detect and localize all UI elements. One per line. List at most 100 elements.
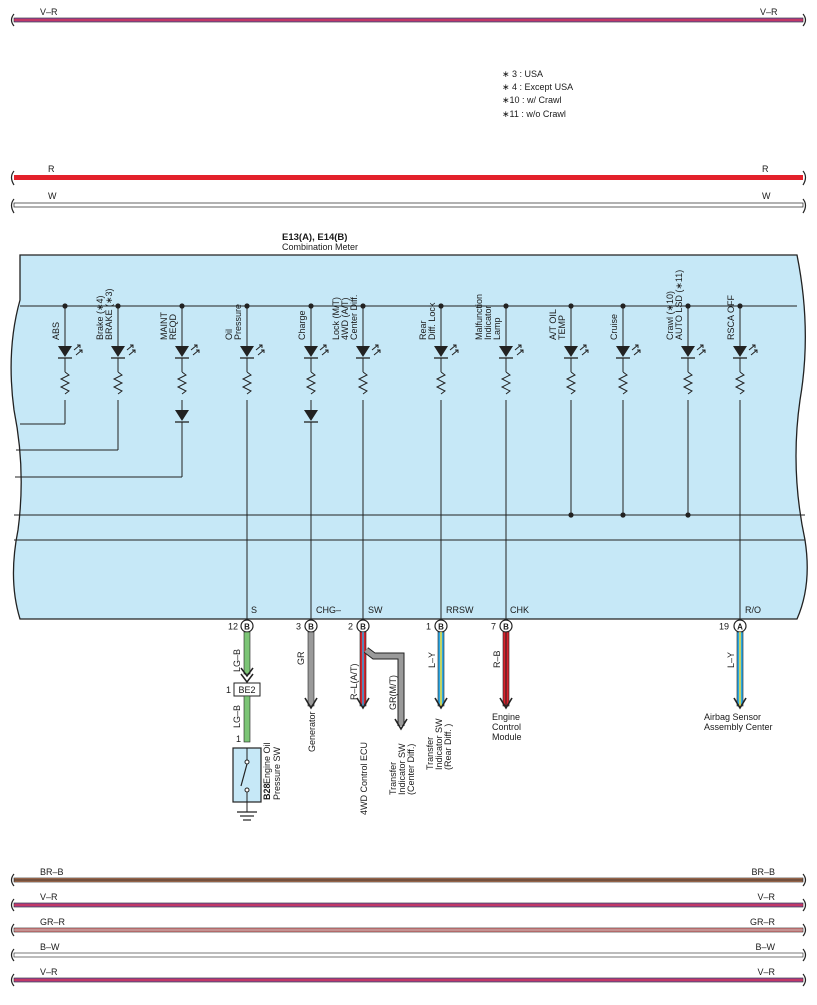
- power-bus: R R W W: [10, 164, 807, 214]
- wire-label: R–L(A/T): [349, 663, 359, 700]
- pin-sw: B 2: [348, 619, 370, 633]
- indicator-label: Brake (∗4)BRAKE (∗3): [95, 288, 114, 340]
- led-icon: [681, 344, 706, 359]
- destination-line: Indicator SW: [397, 743, 407, 795]
- destination-line: Airbag Sensor: [704, 712, 761, 722]
- wire-label: W: [762, 191, 771, 201]
- pin-number: 12: [228, 622, 238, 632]
- arrow-icon: [434, 697, 448, 710]
- pin-chg: B 3: [296, 619, 318, 633]
- destination-label: Transfer Indicator SW (Center Diff.): [388, 743, 416, 795]
- wire-s-circuit: LG–B BE2 1 LG–B 1 B28 Engine Oil Pressur…: [226, 631, 282, 821]
- wire-label: B–W: [40, 942, 60, 952]
- wire-chg-circuit: GR Generator: [296, 631, 318, 752]
- connector-symbol: [240, 667, 254, 684]
- wire-label: V–R: [760, 7, 778, 17]
- pin-number: 1: [426, 622, 431, 632]
- wire-label: R: [48, 164, 55, 174]
- indicator-label-line: Cruise: [609, 314, 619, 340]
- destination-label: 4WD Control ECU: [359, 742, 369, 815]
- indicator-label: Cruise: [609, 314, 619, 340]
- junction-dot: [620, 512, 626, 518]
- terminal-name: CHG–: [316, 605, 341, 615]
- arrow-icon: [733, 697, 747, 710]
- wire-ro-circuit: L–Y Airbag Sensor Assembly Center: [704, 631, 773, 732]
- wire-label: GR(M/T): [388, 675, 398, 710]
- indicator-label-line: Center Diff.: [349, 295, 359, 340]
- resistor-icon: [435, 371, 447, 395]
- connector-letter: B: [503, 623, 509, 632]
- connector-letter: A: [737, 623, 743, 632]
- ground-icon: [237, 811, 257, 821]
- pin-number: 1: [226, 685, 231, 695]
- resistor-icon: [682, 371, 694, 395]
- indicator-label-line: Indicator: [483, 305, 493, 340]
- wire-label: BR–B: [40, 867, 64, 877]
- wire-lg-b: [243, 631, 251, 675]
- wire-label: V–R: [757, 892, 775, 902]
- connector-pins: B 12 B 3 B 2 B 1 B 7 A 19: [228, 619, 747, 633]
- indicator-label-line: Rear: [418, 320, 428, 340]
- indicator-11: RSCA OFF: [726, 294, 758, 395]
- resistor-icon: [59, 371, 71, 395]
- terminal-labels: S CHG– SW RRSW CHK R/O: [251, 605, 761, 615]
- switch-contact: [240, 763, 248, 787]
- arrow-icon: [304, 697, 318, 710]
- indicator-1: Brake (∗4)BRAKE (∗3): [95, 288, 136, 395]
- junction-dot: [685, 512, 691, 518]
- wire-label: V–R: [40, 892, 58, 902]
- indicator-label-line: ABS: [51, 322, 61, 340]
- destination-line: (Rear Diff. ): [443, 724, 453, 770]
- bus-wire-w: [13, 202, 804, 208]
- resistor-icon: [565, 371, 577, 395]
- wire-sw-circuit: R–L(A/T) GR(M/T) 4WD Control ECU Transfe…: [349, 631, 416, 815]
- junction-id: BE2: [238, 685, 255, 695]
- indicator-label-line: BRAKE (∗3): [104, 288, 114, 340]
- wire-label: V–R: [40, 967, 58, 977]
- indicator-label-line: REQD: [168, 313, 178, 340]
- destination-line: Control: [492, 722, 521, 732]
- wire-label: GR: [296, 651, 306, 665]
- indicator-label: ABS: [51, 322, 61, 340]
- connector-letter: B: [244, 623, 250, 632]
- wire-label: GR–R: [750, 917, 776, 927]
- arrow-icon: [499, 697, 513, 710]
- indicator-label-line: RSCA OFF: [726, 294, 736, 340]
- wire-label: R: [762, 164, 769, 174]
- destination-label: Transfer Indicator SW (Rear Diff. ): [425, 718, 453, 770]
- indicator-label-line: Malfunction: [474, 294, 484, 340]
- wire-label: LG–B: [232, 705, 242, 728]
- indicator-label: RSCA OFF: [726, 294, 736, 340]
- pin-number: 3: [296, 622, 301, 632]
- resistor-icon: [176, 371, 188, 395]
- wire-label: LG–B: [232, 649, 242, 672]
- indicator-label-line: Charge: [297, 310, 307, 340]
- pin-number: 2: [348, 622, 353, 632]
- indicator-label: Lock (M/T)4WD (A/T)Center Diff.: [331, 295, 359, 340]
- diode-icon: [304, 410, 318, 421]
- pin-chk: B 7: [491, 619, 513, 633]
- indicator-label-line: Diff. Lock: [427, 302, 437, 340]
- footnote: ∗11 : w/o Crawl: [502, 108, 566, 119]
- arrow-icon: [356, 697, 370, 710]
- wire-label: BR–B: [751, 867, 775, 877]
- terminal-name: SW: [368, 605, 383, 615]
- wire-rrsw-circuit: L–Y Transfer Indicator SW (Rear Diff. ): [425, 631, 453, 770]
- destination-line: Module: [492, 732, 522, 742]
- led-icon: [58, 344, 83, 359]
- destination-line: Transfer: [425, 737, 435, 770]
- wire-label: L–Y: [726, 652, 736, 668]
- indicator-label-line: Crawl (∗10): [665, 291, 675, 340]
- footnote: ∗ 4 : Except USA: [502, 82, 574, 93]
- terminal-name: CHK: [510, 605, 529, 615]
- switch-name-1: Engine Oil: [262, 742, 272, 784]
